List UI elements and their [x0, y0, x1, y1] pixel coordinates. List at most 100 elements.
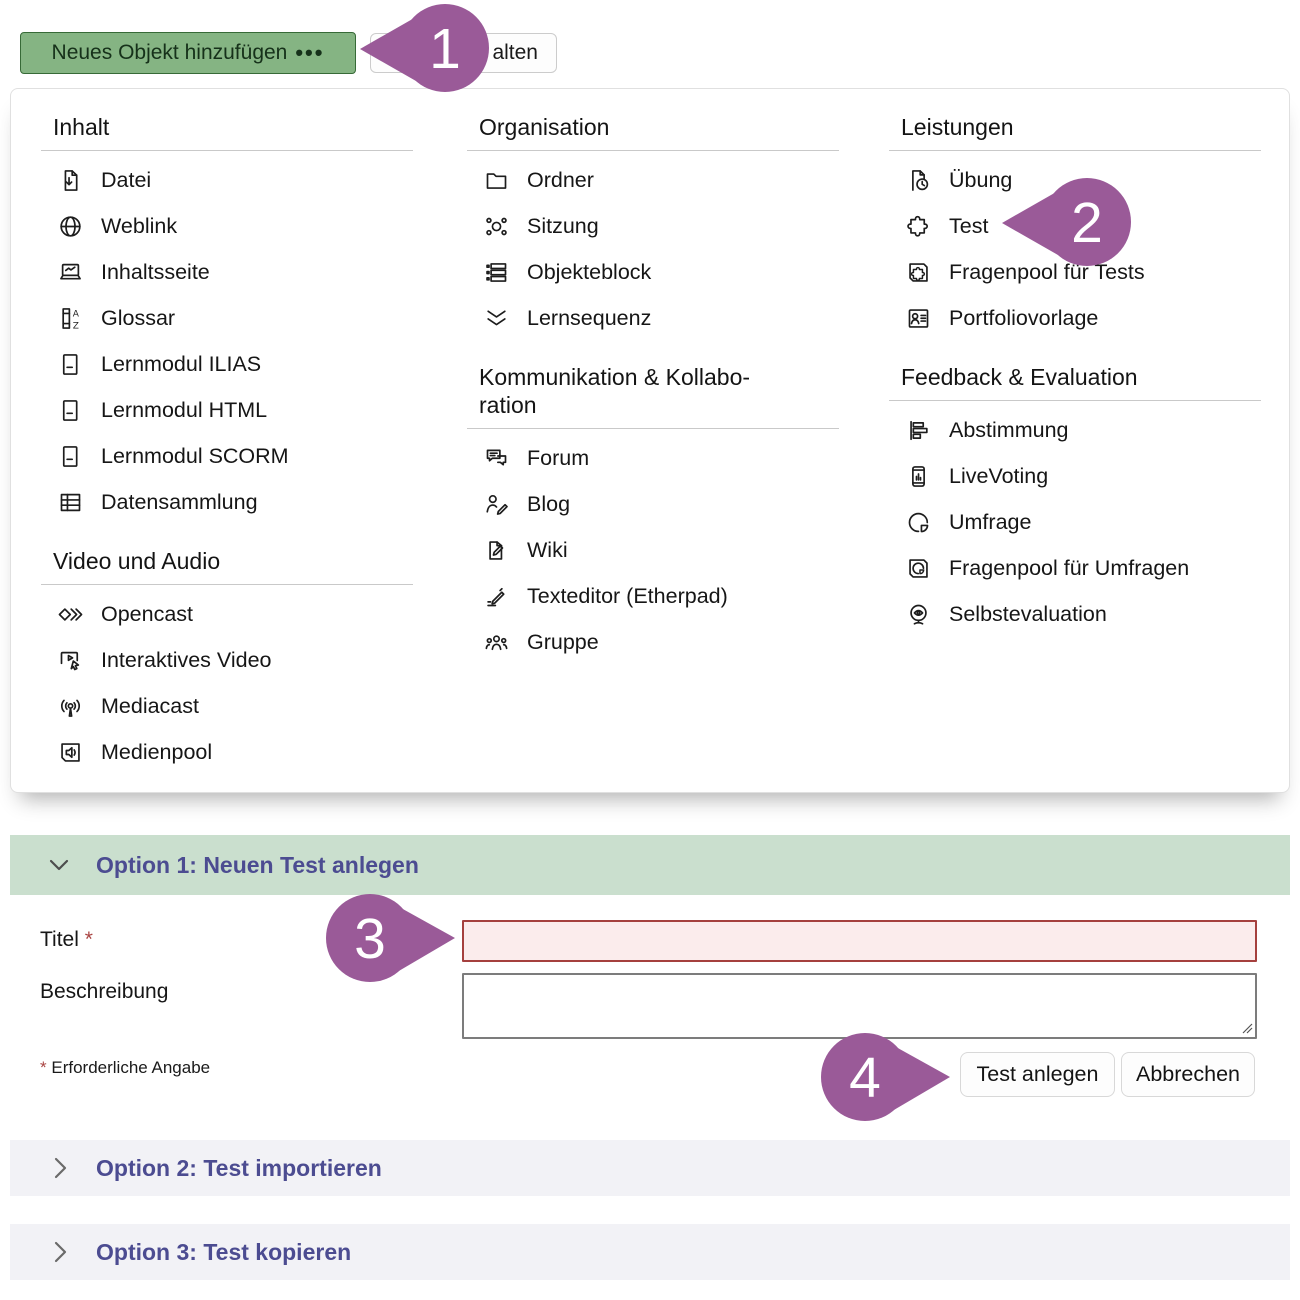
- option3-title: Option 3: Test kopieren: [96, 1238, 352, 1265]
- title-field-label: Titel *: [40, 928, 93, 951]
- question-pool-test-icon: [905, 259, 932, 286]
- menu-item-livevoting[interactable]: LiveVoting: [889, 453, 1261, 499]
- menu-item-label: Datensammlung: [101, 489, 258, 514]
- callout-4: 4: [821, 1033, 950, 1121]
- menu-item-ordner[interactable]: Ordner: [467, 157, 839, 203]
- menu-item-label: Lernmodul ILIAS: [101, 351, 262, 376]
- menu-item-label: Objekteblock: [527, 259, 652, 284]
- menu-item-label: Portfoliovorlage: [949, 305, 1099, 330]
- title-input[interactable]: [462, 920, 1257, 962]
- menu-item-label: Fragenpool für Tests: [949, 259, 1145, 284]
- menu-item-texteditor-etherpad[interactable]: Texteditor (Etherpad): [467, 573, 839, 619]
- menu-item-test[interactable]: Test: [889, 203, 1261, 249]
- menu-item-label: Lernsequenz: [527, 305, 652, 330]
- menu-item-lernmodul-ilias[interactable]: Lernmodul ILIAS: [41, 341, 413, 387]
- menu-item-opencast[interactable]: Opencast: [41, 591, 413, 637]
- menu-item-abstimmung[interactable]: Abstimmung: [889, 407, 1261, 453]
- menu-item-fragenpool-f-r-tests[interactable]: Fragenpool für Tests: [889, 249, 1261, 295]
- menu-item-label: Lernmodul HTML: [101, 397, 268, 422]
- cancel-button[interactable]: Abbrechen: [1121, 1052, 1255, 1097]
- learning-module-icon: [57, 351, 84, 378]
- mediacast-icon: [57, 693, 84, 720]
- menu-item-inhaltsseite[interactable]: Inhaltsseite: [41, 249, 413, 295]
- menu-item-sitzung[interactable]: Sitzung: [467, 203, 839, 249]
- media-pool-icon: [57, 739, 84, 766]
- learning-module-icon: [57, 443, 84, 470]
- option2-header[interactable]: Option 2: Test importieren: [10, 1140, 1290, 1196]
- wiki-icon: [483, 537, 510, 564]
- menu-item-lernsequenz[interactable]: Lernsequenz: [467, 295, 839, 341]
- required-asterisk: *: [84, 928, 93, 951]
- partially-covered-button[interactable]: alten: [370, 33, 557, 73]
- menu-item-lernmodul-html[interactable]: Lernmodul HTML: [41, 387, 413, 433]
- menu-item-label: Fragenpool für Umfragen: [949, 555, 1190, 580]
- menu-item-label: Selbstevaluation: [949, 601, 1107, 626]
- menu-item-label: Übung: [949, 167, 1013, 192]
- file-icon: [57, 167, 84, 194]
- menu-item-label: Datei: [101, 167, 152, 192]
- menu-item-label: Weblink: [101, 213, 178, 238]
- menu-item-label: Medienpool: [101, 739, 213, 764]
- opencast-icon: [57, 601, 84, 628]
- forum-icon: [483, 445, 510, 472]
- menu-item-label: Gruppe: [527, 629, 599, 654]
- description-field-label: Beschreibung: [40, 980, 169, 1003]
- menu-item-gruppe[interactable]: Gruppe: [467, 619, 839, 665]
- description-textarea-wrap: [462, 973, 1257, 1039]
- svg-text:3: 3: [354, 907, 386, 971]
- create-test-button[interactable]: Test anlegen: [960, 1052, 1115, 1097]
- content-page-icon: [57, 259, 84, 286]
- svg-text:Z: Z: [73, 321, 79, 331]
- menu-item-weblink[interactable]: Weblink: [41, 203, 413, 249]
- chevron-down-icon: [49, 859, 69, 871]
- folder-icon: [483, 167, 510, 194]
- menu-item-medienpool[interactable]: Medienpool: [41, 729, 413, 775]
- menu-item-label: Sitzung: [527, 213, 599, 238]
- menu-item-datei[interactable]: Datei: [41, 157, 413, 203]
- menu-item-label: Umfrage: [949, 509, 1032, 534]
- required-note: * Erforderliche Angabe: [40, 1058, 211, 1077]
- menu-item-forum[interactable]: Forum: [467, 435, 839, 481]
- section-title: Kommunikation & Kollabo- ration: [467, 363, 839, 429]
- self-evaluation-icon: [905, 601, 932, 628]
- menu-item-wiki[interactable]: Wiki: [467, 527, 839, 573]
- menu-item-mediacast[interactable]: Mediacast: [41, 683, 413, 729]
- group-icon: [483, 629, 510, 656]
- add-new-object-label: Neues Objekt hinzufügen: [51, 41, 288, 64]
- option2-title: Option 2: Test importieren: [96, 1154, 382, 1181]
- etherpad-icon: [483, 583, 510, 610]
- menu-item-datensammlung[interactable]: Datensammlung: [41, 479, 413, 525]
- menu-item-label: Texteditor (Etherpad): [527, 583, 728, 608]
- globe-icon: [57, 213, 84, 240]
- menu-item-label: Blog: [527, 491, 571, 516]
- menu-item-blog[interactable]: Blog: [467, 481, 839, 527]
- menu-item-lernmodul-scorm[interactable]: Lernmodul SCORM: [41, 433, 413, 479]
- section-title: Organisation: [467, 113, 839, 151]
- question-pool-survey-icon: [905, 555, 932, 582]
- item-group-icon: [483, 259, 510, 286]
- chevron-right-icon: [54, 1157, 67, 1179]
- menu-item-selbstevaluation[interactable]: Selbstevaluation: [889, 591, 1261, 637]
- menu-item-interaktives-video[interactable]: Interaktives Video: [41, 637, 413, 683]
- menu-item-fragenpool-f-r-umfragen[interactable]: Fragenpool für Umfragen: [889, 545, 1261, 591]
- menu-item-label: Mediacast: [101, 693, 199, 718]
- menu-item-label: Inhaltsseite: [101, 259, 210, 284]
- menu-item-bung[interactable]: Übung: [889, 157, 1261, 203]
- description-textarea[interactable]: [462, 973, 1257, 1039]
- menu-item-portfoliovorlage[interactable]: Portfoliovorlage: [889, 295, 1261, 341]
- menu-item-label: LiveVoting: [949, 463, 1049, 488]
- option1-header[interactable]: Option 1: Neuen Test anlegen: [10, 835, 1290, 895]
- svg-text:4: 4: [849, 1046, 881, 1110]
- menu-item-umfrage[interactable]: Umfrage: [889, 499, 1261, 545]
- section-title: Video und Audio: [41, 547, 413, 585]
- menu-item-objekteblock[interactable]: Objekteblock: [467, 249, 839, 295]
- learning-module-icon: [57, 397, 84, 424]
- add-new-object-button[interactable]: Neues Objekt hinzufügen •••: [20, 32, 356, 74]
- section-title: Feedback & Evaluation: [889, 363, 1261, 401]
- option3-header[interactable]: Option 3: Test kopieren: [10, 1224, 1290, 1280]
